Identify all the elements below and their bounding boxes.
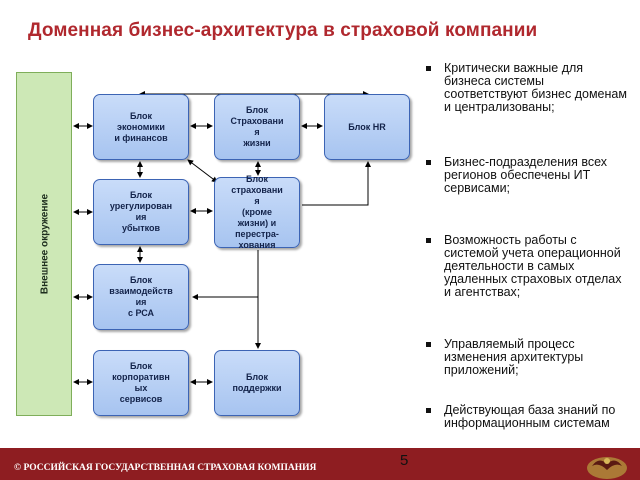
arrow-nonlife-hr (302, 161, 371, 206)
block-hr: Блок HR (324, 94, 410, 160)
arrow-economics-nonlife (187, 159, 218, 183)
block-economics-finance: Блок экономики и финансов (93, 94, 189, 160)
external-environment-panel (16, 72, 72, 416)
block-support: Блок поддержки (214, 350, 300, 416)
block-rsa-interaction: Блок взаимодейств ия с РСА (93, 264, 189, 330)
block-claims-settlement: Блок урегулирован ия убытков (93, 179, 189, 245)
footer-copyright: © РОССИЙСКАЯ ГОСУДАРСТВЕННАЯ СТРАХОВАЯ К… (14, 463, 317, 473)
slide-title: Доменная бизнес-архитектура в страховой … (28, 20, 538, 41)
block-nonlife-reinsurance: Блок страховани я (кроме жизни) и перест… (214, 174, 300, 250)
block-corporate-services: Блок корпоративн ых сервисов (93, 350, 189, 416)
eagle-emblem-icon (587, 457, 627, 479)
page-number: 5 (400, 452, 409, 469)
footer-bar: © РОССИЙСКАЯ ГОСУДАРСТВЕННАЯ СТРАХОВАЯ К… (0, 448, 640, 480)
block-life-insurance: Блок Страховани я жизни (214, 94, 300, 160)
